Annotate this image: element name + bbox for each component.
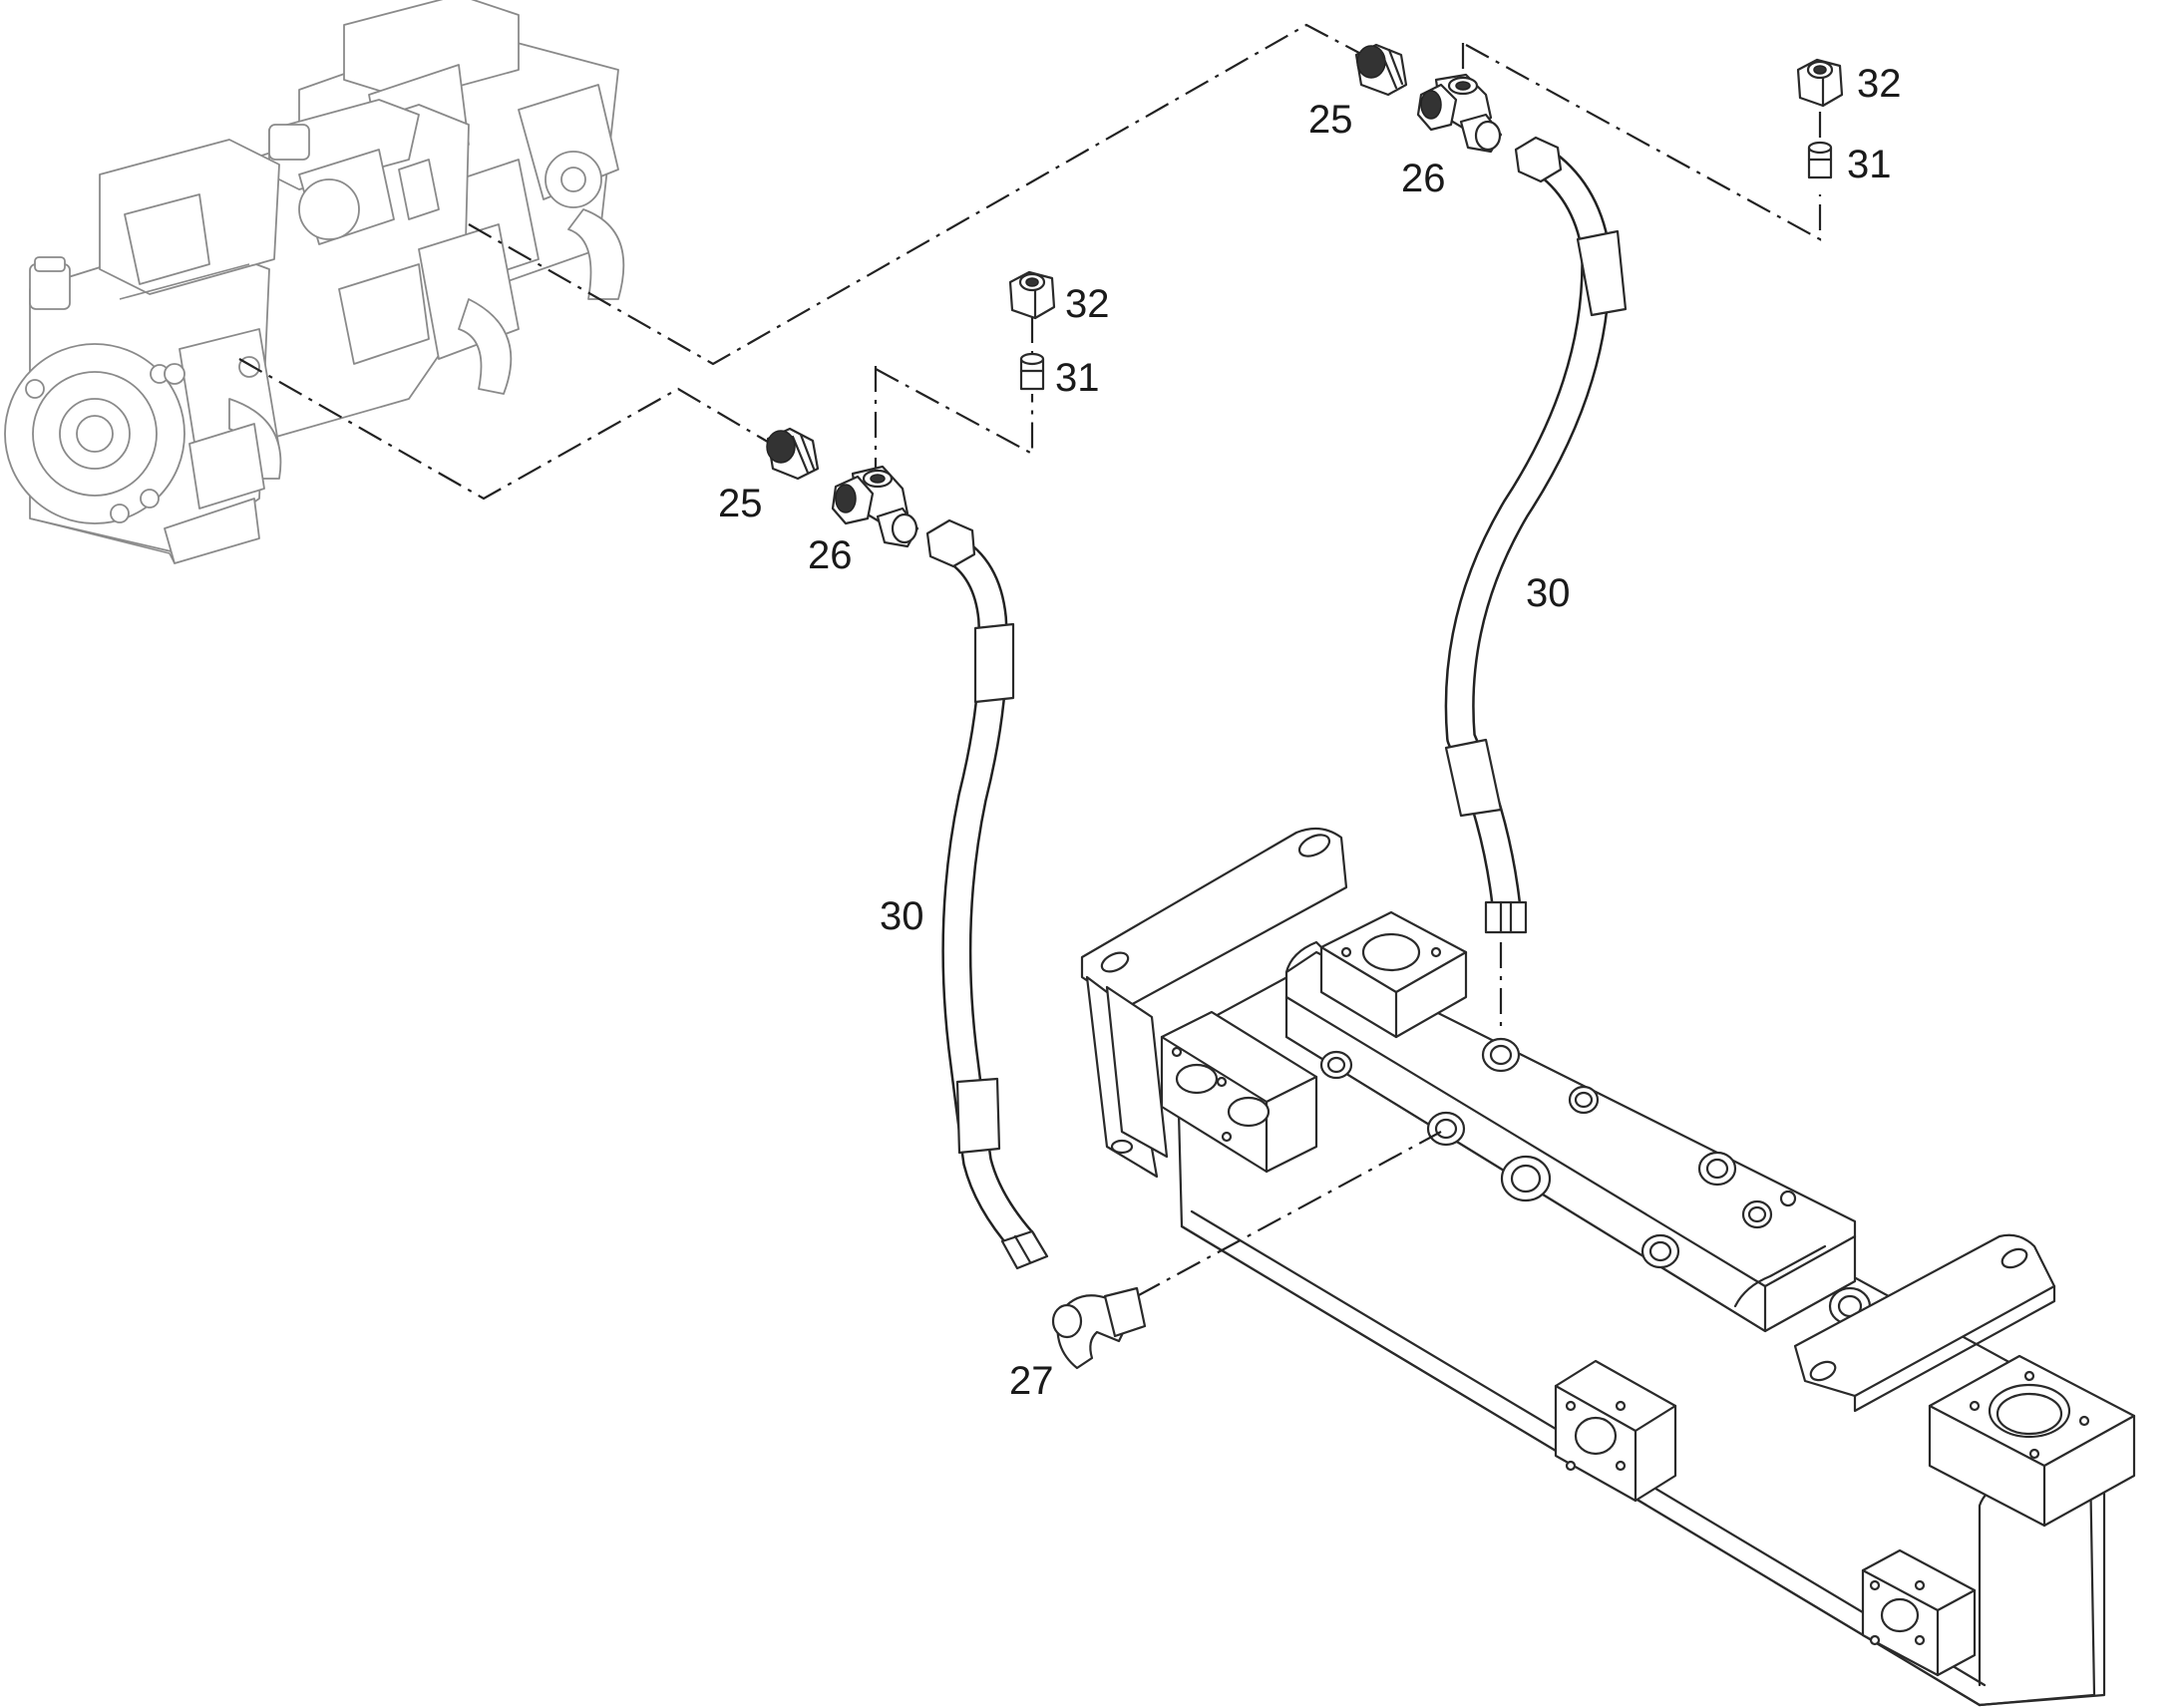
insert-31-lower [1019,352,1045,391]
callout-26-lower: 26 [808,533,853,577]
part-callouts: 25 26 32 31 30 25 26 32 31 30 27 [718,62,1902,1403]
callout-26-upper: 26 [1401,157,1446,200]
callout-30-upper: 30 [1526,571,1571,615]
callout-27: 27 [1009,1359,1054,1403]
callout-32-lower: 32 [1065,282,1110,326]
callout-32-upper: 32 [1857,62,1902,106]
callout-25-lower: 25 [718,482,763,525]
nut-32-upper [1796,58,1844,108]
tee-fitting-26-lower [831,465,919,548]
elbow-fitting-27 [1051,1286,1147,1370]
hose-30-lower [925,518,1049,1270]
callout-31-lower: 31 [1055,356,1100,400]
callout-25-upper: 25 [1308,98,1353,142]
manifold-ports [1319,1037,1872,1326]
fitting-25-upper [1354,43,1408,97]
tee-fitting-26-upper [1416,73,1503,154]
hydraulic-pump-assembly [4,0,625,564]
callout-30-lower: 30 [880,894,924,938]
fitting-25-lower [766,427,820,481]
frame-beam-with-manifold [1080,827,2136,1707]
insert-31-upper [1807,141,1833,179]
nut-32-lower [1008,270,1056,320]
hose-30-upper [1444,136,1628,934]
callout-31-upper: 31 [1847,143,1892,186]
